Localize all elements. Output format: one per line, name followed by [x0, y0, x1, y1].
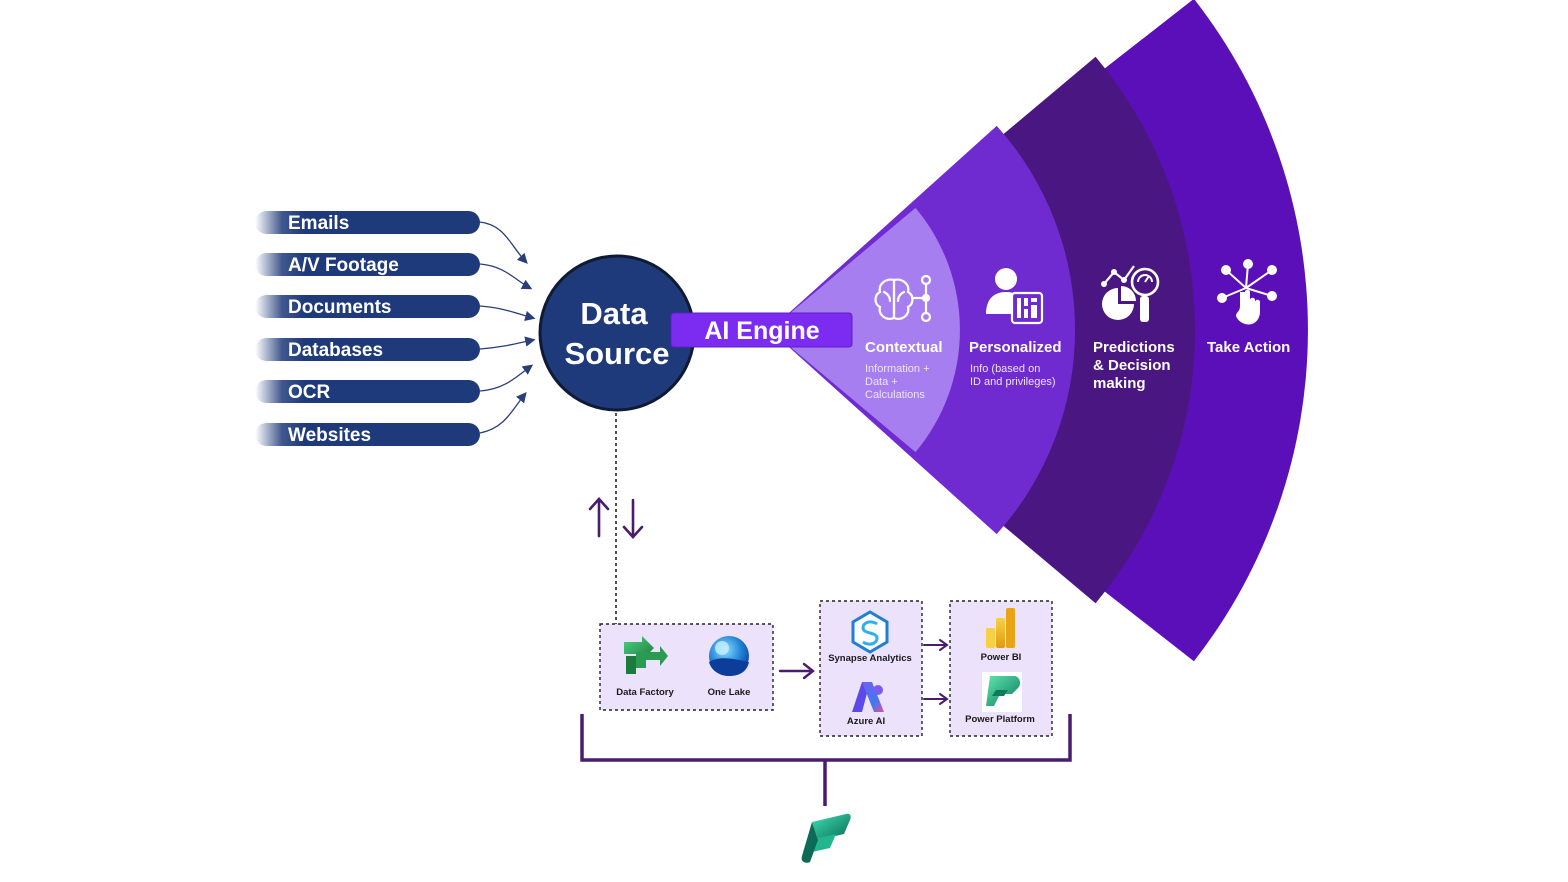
fan-layer-contextual: [770, 207, 960, 453]
source-bar: [255, 423, 480, 446]
source-item: Databases: [255, 338, 480, 361]
connector-arrow: [479, 391, 527, 434]
source-bar: [255, 211, 480, 234]
data-factory-icon: [624, 636, 668, 674]
layer-labels: Contextual Information + Data + Calculat…: [865, 339, 1290, 401]
layer-title: Personalized: [969, 339, 1062, 356]
connector-arrow: [479, 221, 528, 264]
source-label: Emails: [288, 213, 349, 234]
tool-label: Data Factory: [616, 687, 674, 698]
layer-title: Take Action: [1207, 339, 1290, 356]
source-label: OCR: [288, 382, 331, 403]
layer-title: & Decision: [1093, 357, 1171, 374]
source-label: Databases: [288, 340, 383, 361]
data-source-node: Data Source: [538, 254, 696, 412]
tool-group-analytics: Synapse Analytics Azure AI: [819, 600, 923, 737]
source-item: A/V Footage: [255, 253, 480, 276]
data-source-line1: Data: [580, 296, 648, 331]
azure-ai-icon: [852, 682, 884, 712]
tool-label: Synapse Analytics: [828, 653, 912, 664]
microsoft-fabric-logo: [801, 813, 851, 863]
hand-network-icon: [1217, 259, 1277, 325]
connector-arrow: [479, 263, 533, 290]
data-source-line2: Source: [564, 336, 669, 371]
source-connectors: [479, 221, 536, 434]
source-bar: [255, 380, 480, 403]
tool-label: One Lake: [708, 687, 751, 698]
synapse-analytics-icon: [851, 610, 889, 654]
flow-arrow: [778, 662, 815, 680]
power-bi-icon: [986, 608, 1015, 648]
tool-label: Power Platform: [965, 714, 1035, 725]
source-label: Websites: [288, 425, 371, 446]
layer-subtitle: Data +: [865, 376, 898, 388]
source-bar: [255, 253, 480, 276]
source-item: Emails: [255, 211, 480, 234]
down-arrow-icon: [622, 498, 644, 539]
flow-arrow: [923, 639, 949, 651]
connector-arrow: [479, 364, 534, 392]
source-list: Emails A/V Footage Documents Databases O…: [255, 211, 480, 446]
source-item: Documents: [255, 295, 480, 318]
flow-arrow: [923, 693, 949, 705]
ai-engine-label: AI Engine: [704, 317, 819, 345]
layer-subtitle: Information +: [865, 363, 930, 375]
layer-subtitle: ID and privileges): [970, 376, 1056, 388]
layer-title: Predictions: [1093, 339, 1175, 356]
up-arrow-icon: [588, 497, 610, 538]
user-id-icon: [986, 268, 1044, 325]
layer-title: making: [1093, 375, 1146, 392]
ai-engine-pill-border: [670, 312, 853, 348]
ai-engine: AI Engine: [670, 312, 853, 348]
brain-network-icon: [874, 274, 932, 323]
source-bar: [255, 338, 480, 361]
tool-group-apps: Power BI Power Platform: [949, 600, 1053, 737]
tool-label: Power BI: [981, 652, 1022, 663]
power-platform-icon: [982, 672, 1022, 712]
source-label: A/V Footage: [288, 255, 399, 276]
source-bar: [255, 295, 480, 318]
tool-group-ingest: Data Factory One Lake: [599, 623, 774, 711]
connector-arrow: [479, 336, 536, 350]
source-label: Documents: [288, 297, 391, 318]
tool-label: Azure AI: [847, 716, 885, 727]
one-lake-icon: [709, 636, 749, 676]
fabric-bracket: [580, 714, 1072, 806]
layer-subtitle: Calculations: [865, 389, 925, 401]
source-item: Websites: [255, 423, 480, 446]
layer-subtitle: Info (based on: [970, 363, 1040, 375]
layer-title: Contextual: [865, 339, 943, 356]
analytics-magnifier-icon: [1101, 265, 1160, 322]
ai-engine-pill: [671, 313, 852, 347]
fan-layers: [770, 0, 1308, 662]
connector-arrow: [479, 305, 536, 322]
source-item: OCR: [255, 380, 480, 403]
